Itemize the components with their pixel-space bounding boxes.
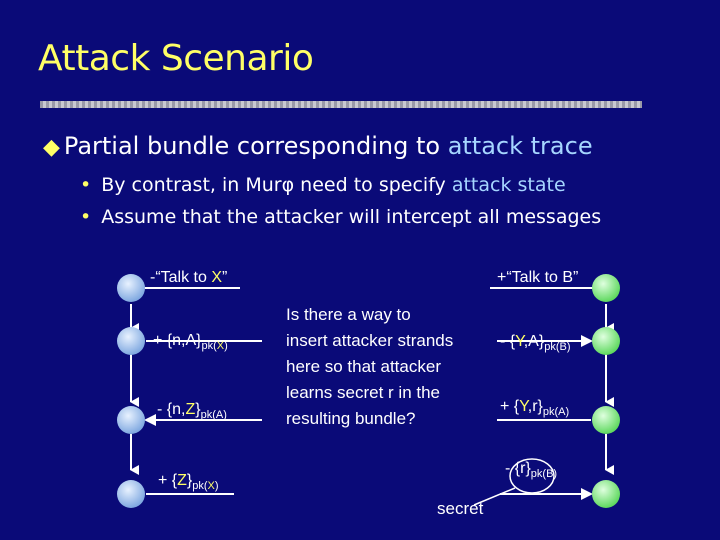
diamond-bullet-icon: ◆	[43, 135, 60, 160]
right-msg-1-var: Y	[515, 333, 524, 350]
left-node-3	[117, 480, 145, 508]
left-top-label-var: X	[211, 269, 223, 286]
right-msg-1-sub: pk(B)	[544, 341, 571, 353]
left-msg-1-text: + {n,A}	[153, 332, 202, 349]
sub-bullet-1-mid: need to specify	[294, 174, 452, 196]
left-top-label-post: ”	[222, 269, 228, 286]
left-msg-2-sub: pk(A)	[200, 409, 227, 421]
left-msg-3-sub-post: )	[214, 480, 219, 492]
left-msg-1-sub-pre: pk(	[201, 340, 217, 352]
main-bullet-highlight: attack trace	[447, 132, 593, 160]
sub-bullet-1-highlight: attack state	[451, 174, 566, 196]
left-msg-label-3: + {Z}pk(X)	[158, 472, 219, 492]
left-msg-label-1: + {n,A}pk(X)	[153, 332, 228, 352]
right-msg-2-var: Y	[519, 398, 528, 415]
left-node-1	[117, 327, 145, 355]
right-msg-3-pre: - {r}	[505, 460, 531, 477]
main-bullet: ◆Partial bundle corresponding to attack …	[43, 132, 593, 160]
main-bullet-text: Partial bundle corresponding to	[63, 132, 448, 160]
slide-title: Attack Scenario	[38, 38, 314, 79]
right-msg-3-sub: pk(B)	[530, 468, 558, 480]
question-line: Is there a way to	[286, 305, 411, 324]
right-msg-2-pre: + {	[500, 398, 520, 415]
left-msg-2-pre: - {n,	[157, 401, 186, 418]
left-top-label: -“Talk to X”	[150, 269, 227, 287]
left-msg-1-sub-var: X	[216, 340, 225, 352]
right-node-3	[592, 480, 620, 508]
sub-bullet-2-text: Assume that the attacker will intercept …	[101, 206, 602, 228]
right-msg-label-2: + {Y,r}pk(A)	[500, 398, 569, 418]
left-msg-3-post: }	[186, 472, 193, 489]
right-msg-2-sub: pk(A)	[542, 406, 570, 418]
left-node-0	[117, 274, 145, 302]
left-msg-3-var: Z	[177, 472, 187, 489]
right-msg-1-pre: - {	[500, 333, 516, 350]
right-node-2	[592, 406, 620, 434]
dot-bullet-icon: •	[80, 206, 92, 228]
left-msg-2-var: Z	[185, 401, 196, 418]
title-divider	[40, 101, 642, 108]
right-msg-label-1: - {Y,A}pk(B)	[500, 333, 570, 353]
phi-symbol: φ	[281, 174, 295, 196]
secret-highlight-ellipse	[509, 458, 555, 494]
right-msg-2-post: ,r}	[527, 398, 543, 415]
right-node-0	[592, 274, 620, 302]
right-top-label: +“Talk to B”	[497, 269, 579, 286]
left-msg-1-sub-post: )	[224, 340, 228, 352]
right-node-1	[592, 327, 620, 355]
question-text: Is there a way to insert attacker strand…	[286, 302, 453, 432]
left-msg-label-2: - {n,Z}pk(A)	[157, 401, 227, 421]
left-msg-3-sub-var: X	[207, 480, 215, 492]
left-msg-3-sub-pre: pk(	[192, 480, 208, 492]
question-line: learns secret r in the	[286, 383, 441, 402]
sub-bullet-2: • Assume that the attacker will intercept…	[80, 206, 601, 228]
question-line: insert attacker strands	[286, 331, 454, 350]
sub-bullet-1: • By contrast, in Murφ need to specify at…	[80, 174, 566, 196]
question-line: resulting bundle?	[286, 409, 416, 428]
secret-label: secret	[437, 499, 484, 518]
dot-bullet-icon: •	[80, 174, 92, 196]
secret-callout-line	[473, 487, 516, 506]
right-msg-1-post: ,A}	[523, 333, 545, 350]
left-msg-3-pre: + {	[158, 472, 178, 489]
left-top-label-pre: -“Talk to	[150, 269, 212, 286]
left-msg-2-post: }	[195, 401, 201, 418]
sub-bullet-1-pre: By contrast, in Mur	[101, 174, 282, 196]
right-msg-label-3: - {r}pk(B)	[505, 460, 557, 480]
left-node-2	[117, 406, 145, 434]
question-line: here so that attacker	[286, 357, 441, 376]
